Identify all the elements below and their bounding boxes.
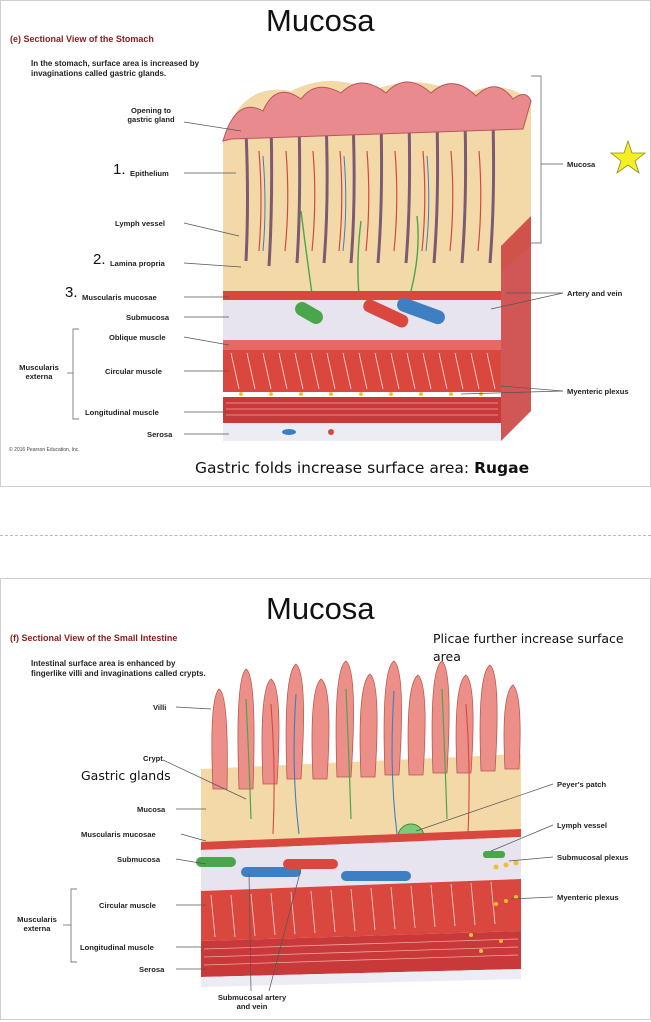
- gastric-gland: [460, 118, 468, 264]
- label-myenteric-plexus: Myenteric plexus: [557, 893, 619, 902]
- plicae-note: Plicae further increase surface area: [433, 631, 624, 664]
- vein: [397, 297, 445, 325]
- block-side-face: [501, 216, 531, 441]
- submucosa-layer: [201, 837, 521, 891]
- circular-muscle-layer: [223, 350, 501, 392]
- label-muscularis-externa: Muscularis externa: [19, 363, 59, 381]
- figure-description: Intestinal surface area is enhanced by f…: [31, 659, 206, 678]
- slide-title: Mucosa: [266, 3, 375, 38]
- slide-title: Mucosa: [266, 591, 375, 626]
- label-oblique-muscle: Oblique muscle: [109, 333, 166, 342]
- serosa-layer: [223, 423, 501, 441]
- label-villi: Villi: [153, 703, 167, 712]
- label-artery-and-vein: Artery and vein: [567, 289, 623, 298]
- star-icon: [609, 139, 647, 175]
- label-opening-to-gastric-gland: Opening to gastric gland: [127, 106, 175, 124]
- gastric-gland: [404, 118, 412, 264]
- muscularis-mucosae-layer: [223, 291, 501, 300]
- label-lymph-vessel: Lymph vessel: [557, 821, 607, 830]
- villi: [211, 660, 521, 790]
- label-crypt: Crypt: [143, 754, 163, 763]
- number-1: 1.: [113, 161, 126, 178]
- artery: [363, 299, 409, 328]
- label-circular-muscle: Circular muscle: [99, 901, 156, 910]
- number-2: 2.: [93, 251, 106, 268]
- gastric-gland: [244, 130, 249, 262]
- figure-description: In the stomach, surface area is increase…: [31, 59, 200, 78]
- slide-stomach: Mucosa (e) Sectional View of the Stomach…: [0, 0, 651, 487]
- label-muscularis-externa: Muscularis externa: [17, 915, 57, 933]
- gastric-gland: [376, 118, 384, 264]
- gastric-gland: [432, 118, 440, 264]
- longitudinal-muscle-layer: [201, 931, 521, 977]
- label-lymph-vessel: Lymph vessel: [115, 219, 165, 228]
- gastric-gland: [295, 118, 302, 264]
- label-longitudinal-muscle: Longitudinal muscle: [85, 408, 159, 417]
- gastric-gland: [322, 118, 329, 264]
- label-longitudinal-muscle: Longitudinal muscle: [80, 943, 154, 952]
- oblique-muscle-layer: [223, 340, 501, 350]
- label-epithelium: Epithelium: [130, 169, 169, 178]
- mucosa-layer: [201, 754, 521, 844]
- muscularis-mucosae-layer: [201, 829, 521, 850]
- small-intestine-illustration: [63, 660, 554, 992]
- label-submucosal-plexus: Submucosal plexus: [557, 853, 629, 862]
- label-submucosal-artery-and-vein: Submucosal artery and vein: [217, 993, 287, 1011]
- figure-title: (e) Sectional View of the Stomach: [10, 34, 154, 44]
- slide-separator: [0, 535, 651, 536]
- serosa-layer: [201, 969, 521, 987]
- lymph-vessel: [295, 302, 323, 324]
- label-peyers-patch: Peyer's patch: [557, 780, 607, 789]
- label-submucosa: Submucosa: [117, 855, 161, 864]
- label-mucosa: Mucosa: [137, 805, 166, 814]
- label-muscularis-mucosae: Muscularis mucosae: [81, 830, 156, 839]
- caption: Gastric folds increase surface area: Rug…: [195, 459, 530, 477]
- figure-title: (f) Sectional View of the Small Intestin…: [10, 633, 178, 643]
- label-mucosa: Mucosa: [567, 160, 596, 169]
- submucosa-layer: [223, 300, 501, 340]
- label-serosa: Serosa: [139, 965, 165, 974]
- label-submucosa: Submucosa: [126, 313, 170, 322]
- label-circular-muscle: Circular muscle: [105, 367, 162, 376]
- gastric-gland: [349, 118, 356, 264]
- gastric-gland: [267, 120, 274, 267]
- circular-muscle-layer: [201, 879, 521, 941]
- gastric-glands-annotation: Gastric glands: [81, 768, 171, 783]
- label-serosa: Serosa: [147, 430, 173, 439]
- slide-small-intestine: Mucosa (f) Sectional View of the Small I…: [0, 578, 651, 1020]
- label-myenteric-plexus: Myenteric plexus: [567, 387, 629, 396]
- label-lamina-propria: Lamina propria: [110, 259, 165, 268]
- label-muscularis-mucosae: Muscularis mucosae: [82, 293, 157, 302]
- copyright: © 2016 Pearson Education, Inc.: [9, 447, 80, 453]
- number-3: 3.: [65, 284, 78, 301]
- longitudinal-muscle-layer: [223, 397, 501, 423]
- stomach-wall-illustration: [67, 75, 647, 441]
- surface-folds: [222, 81, 532, 142]
- gastric-gland: [488, 118, 496, 264]
